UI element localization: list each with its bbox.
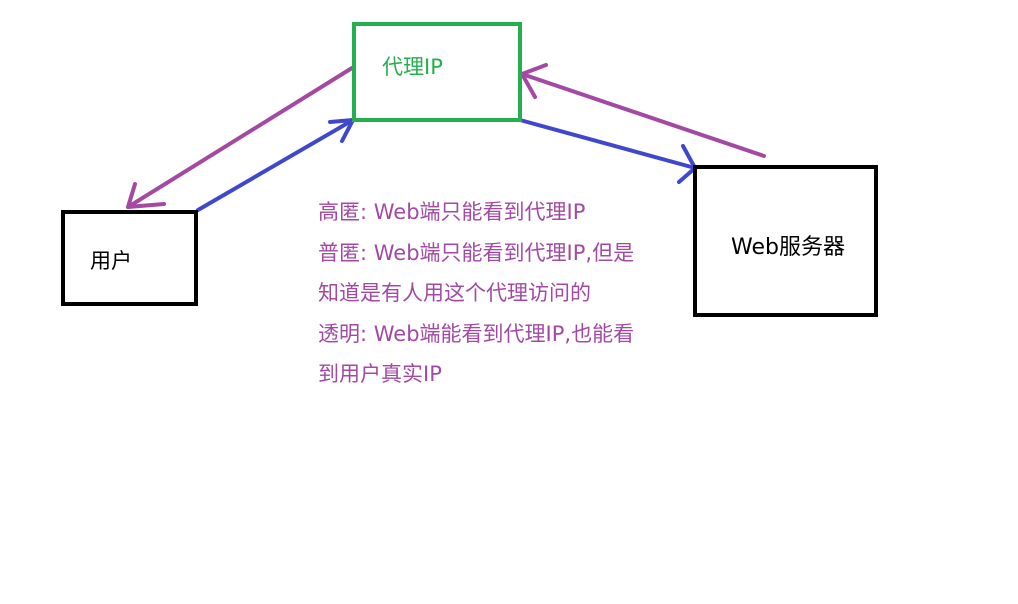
user-box: 用户 xyxy=(61,210,198,306)
arrow-proxy-to-server xyxy=(518,118,697,184)
proxy-label: 代理IP xyxy=(382,55,443,79)
server-label: Web服务器 xyxy=(731,235,845,260)
proxy-box: 代理IP xyxy=(352,22,522,122)
arrow-server-to-proxy xyxy=(520,63,766,158)
note-line: 透明: Web端能看到代理IP,也能看 xyxy=(318,321,635,346)
note-line: 普匿: Web端只能看到代理IP,但是 xyxy=(318,240,635,265)
note-line: 高匿: Web端只能看到代理IP xyxy=(318,200,586,224)
arrow-proxy-to-user xyxy=(126,66,354,209)
note-line: 知道是有人用这个代理访问的 xyxy=(318,281,591,305)
note-line: 到用户真实IP xyxy=(318,362,442,386)
anonymity-notes: 高匿: Web端只能看到代理IP 普匿: Web端只能看到代理IP,但是 知道是… xyxy=(318,192,698,395)
user-label: 用户 xyxy=(90,249,132,273)
server-box: Web服务器 xyxy=(693,165,878,317)
